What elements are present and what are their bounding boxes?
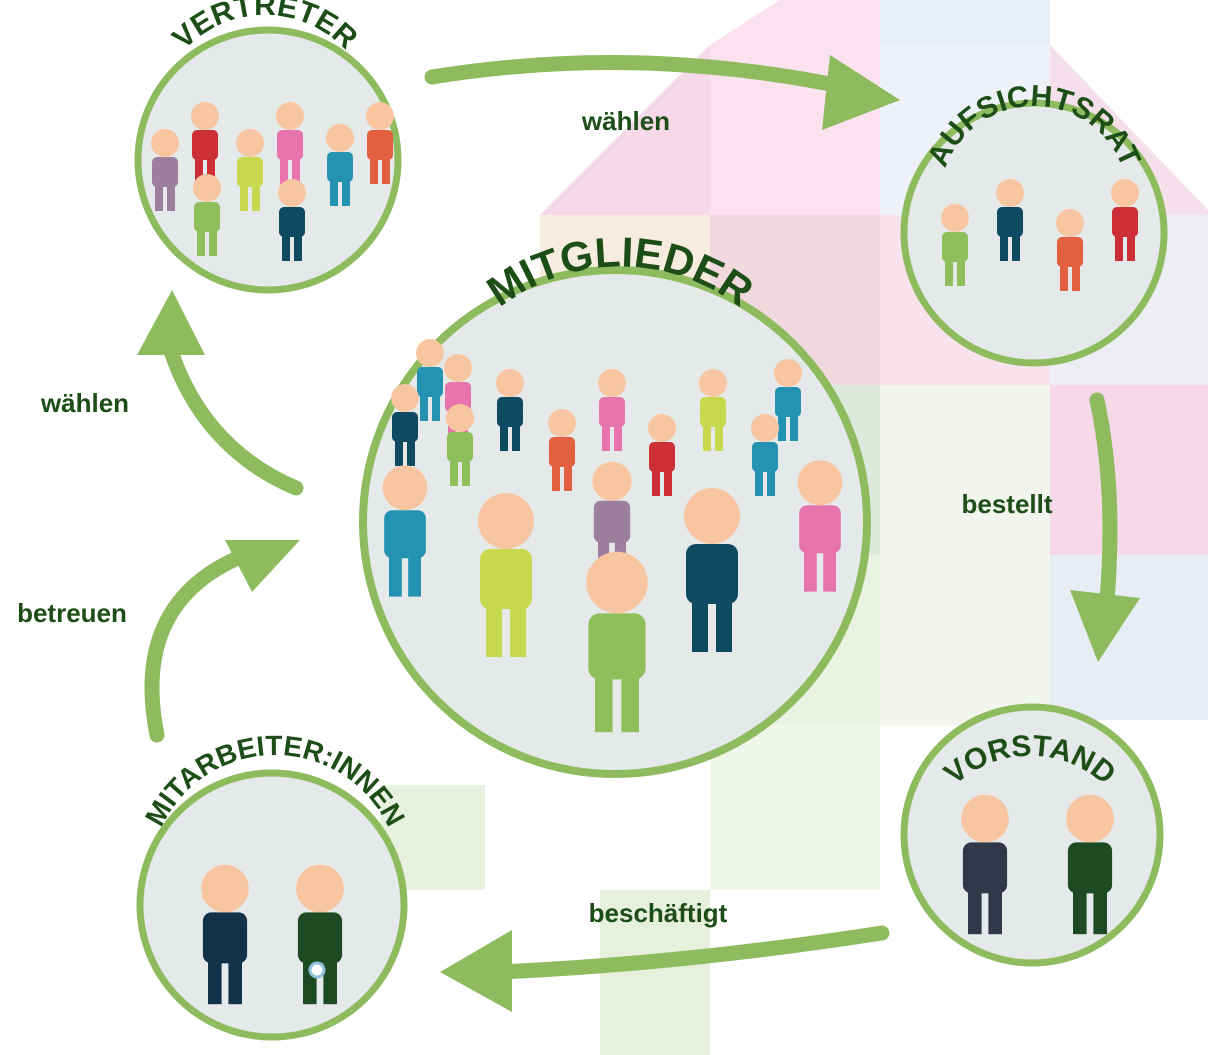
flower-icon [308, 961, 326, 979]
node-vorstand: VORSTAND [900, 703, 1164, 967]
node-vorstand-disc [900, 703, 1164, 967]
edge-label-mitglieder-vertreter: wählen [40, 388, 129, 418]
edge-label-vertreter-aufsichtsrat: wählen [581, 106, 670, 136]
mitarbeiter-people [201, 864, 344, 1005]
edge-label-mitarbeiter-mitglieder: betreuen [17, 598, 127, 628]
arrowhead-up-left [137, 290, 205, 355]
arrow-vertreter-to-aufsichtsrat [424, 55, 858, 96]
arrows [144, 55, 1118, 980]
node-vertreter: VERTRETER [134, 0, 402, 294]
arrowhead-left [440, 930, 512, 1012]
arrow-aufsichtsrat-to-vorstand [1089, 392, 1118, 608]
arrow-mitglieder-to-vertreter [162, 340, 304, 496]
node-mitarbeiter-disc [136, 769, 408, 1041]
arrowhead-right [822, 55, 900, 130]
arrowheads [137, 55, 1140, 1012]
arrow-mitarbeiter-to-mitglieder [144, 545, 258, 743]
edge-label-vorstand-mitarbeiter: beschäftigt [589, 898, 728, 928]
edge-label-aufsichtsrat-vorstand: bestellt [961, 489, 1052, 519]
node-mitarbeiter: MITARBEITER:INNEN [136, 730, 411, 1041]
arrow-vorstand-to-mitarbeiter [492, 925, 890, 980]
arrowhead-up-right [225, 540, 300, 592]
arrowhead-down [1070, 590, 1140, 662]
node-aufsichtsrat-disc [900, 99, 1168, 367]
node-aufsichtsrat: AUFSICHTSRAT [900, 80, 1168, 367]
